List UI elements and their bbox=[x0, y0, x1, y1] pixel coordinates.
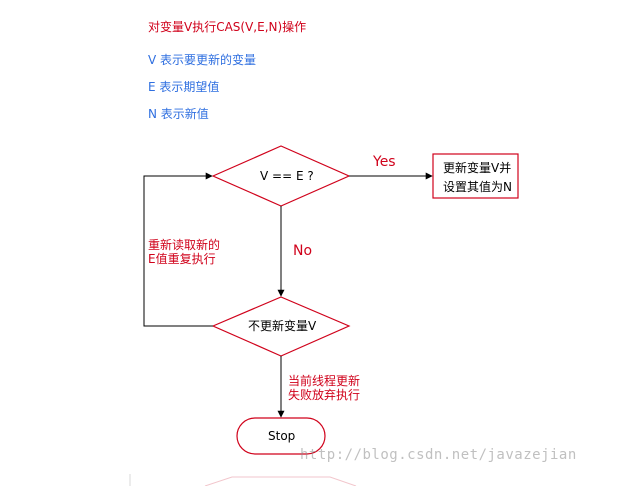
stop-label: Stop bbox=[268, 429, 296, 443]
legend-v: V 表示要更新的变量 bbox=[148, 53, 257, 67]
legend-e: E 表示期望值 bbox=[148, 80, 220, 94]
update-box-line1: 更新变量V并 bbox=[443, 161, 512, 175]
decision-diamond-2 bbox=[211, 296, 351, 357]
fail-label: 当前线程更新 失败放弃执行 bbox=[288, 374, 361, 402]
decision2-label: 不更新变量V bbox=[248, 319, 317, 333]
update-box bbox=[432, 153, 519, 199]
watermark: http://blog.csdn.net/javazejian bbox=[300, 447, 577, 463]
legend-n: N 表示新值 bbox=[148, 107, 209, 121]
retry-label: 重新读取新的 E值重复执行 bbox=[148, 238, 221, 266]
cropped-shape-fragment bbox=[204, 476, 357, 486]
stop-terminal bbox=[236, 417, 326, 455]
update-box-line2: 设置其值为N bbox=[443, 180, 512, 194]
no-label: No bbox=[293, 243, 313, 259]
retry-connector bbox=[143, 172, 213, 327]
yes-label: Yes bbox=[373, 154, 396, 170]
decision1-label: V == E ? bbox=[260, 169, 314, 183]
diagram-title: 对变量V执行CAS(V,E,N)操作 bbox=[148, 20, 307, 34]
